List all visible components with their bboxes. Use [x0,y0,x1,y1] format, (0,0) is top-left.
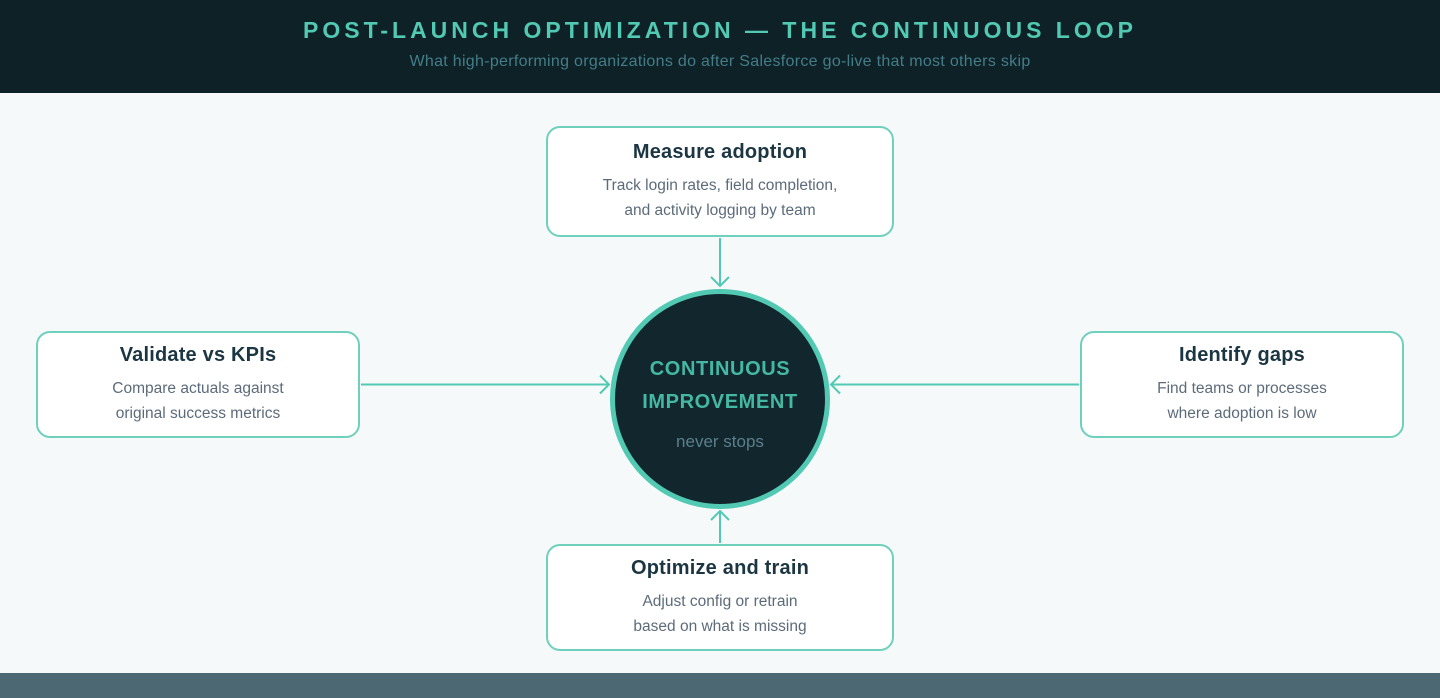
node-description-line: Track login rates, field completion, [602,176,838,194]
node-title: Measure adoption [632,140,808,163]
node-description-line: original success metrics [115,404,281,422]
hub-title: CONTINUOUS IMPROVEMENT [642,353,798,419]
node-description-line: Find teams or processes [1157,379,1327,397]
page-subtitle: What high-performing organizations do af… [409,53,1031,70]
node-description-line: Compare actuals against [112,379,284,397]
node-description-line: based on what is missing [633,617,807,635]
diagram-stage: Measure adoption Track login rates, fiel… [0,93,1440,673]
node-validate-vs-kpis: Validate vs KPIs Compare actuals against… [36,331,360,438]
node-measure-adoption: Measure adoption Track login rates, fiel… [546,126,894,237]
hub-title-line: CONTINUOUS [649,357,791,380]
page-title: POST-LAUNCH OPTIMIZATION — THE CONTINUOU… [303,17,1137,43]
node-description-line: and activity logging by team [624,201,816,219]
hub-continuous-improvement: CONTINUOUS IMPROVEMENT never stops [610,289,830,509]
footer-bar [0,673,1440,698]
arrow-bottom-to-hub-icon [710,509,730,543]
hub-title-line: IMPROVEMENT [642,390,798,413]
node-optimize-and-train: Optimize and train Adjust config or retr… [546,544,894,651]
header-banner: POST-LAUNCH OPTIMIZATION — THE CONTINUOU… [0,0,1440,93]
arrow-top-to-hub-icon [710,238,730,288]
arrow-right-to-hub-icon [829,374,1079,395]
node-title: Identify gaps [1179,343,1305,366]
node-title: Validate vs KPIs [119,343,277,366]
node-description-line: where adoption is low [1167,404,1317,422]
node-title: Optimize and train [630,556,810,579]
hub-subtitle: never stops [676,431,764,451]
node-identify-gaps: Identify gaps Find teams or processes wh… [1080,331,1404,438]
arrow-left-to-hub-icon [361,374,611,395]
node-description-line: Adjust config or retrain [642,592,798,610]
